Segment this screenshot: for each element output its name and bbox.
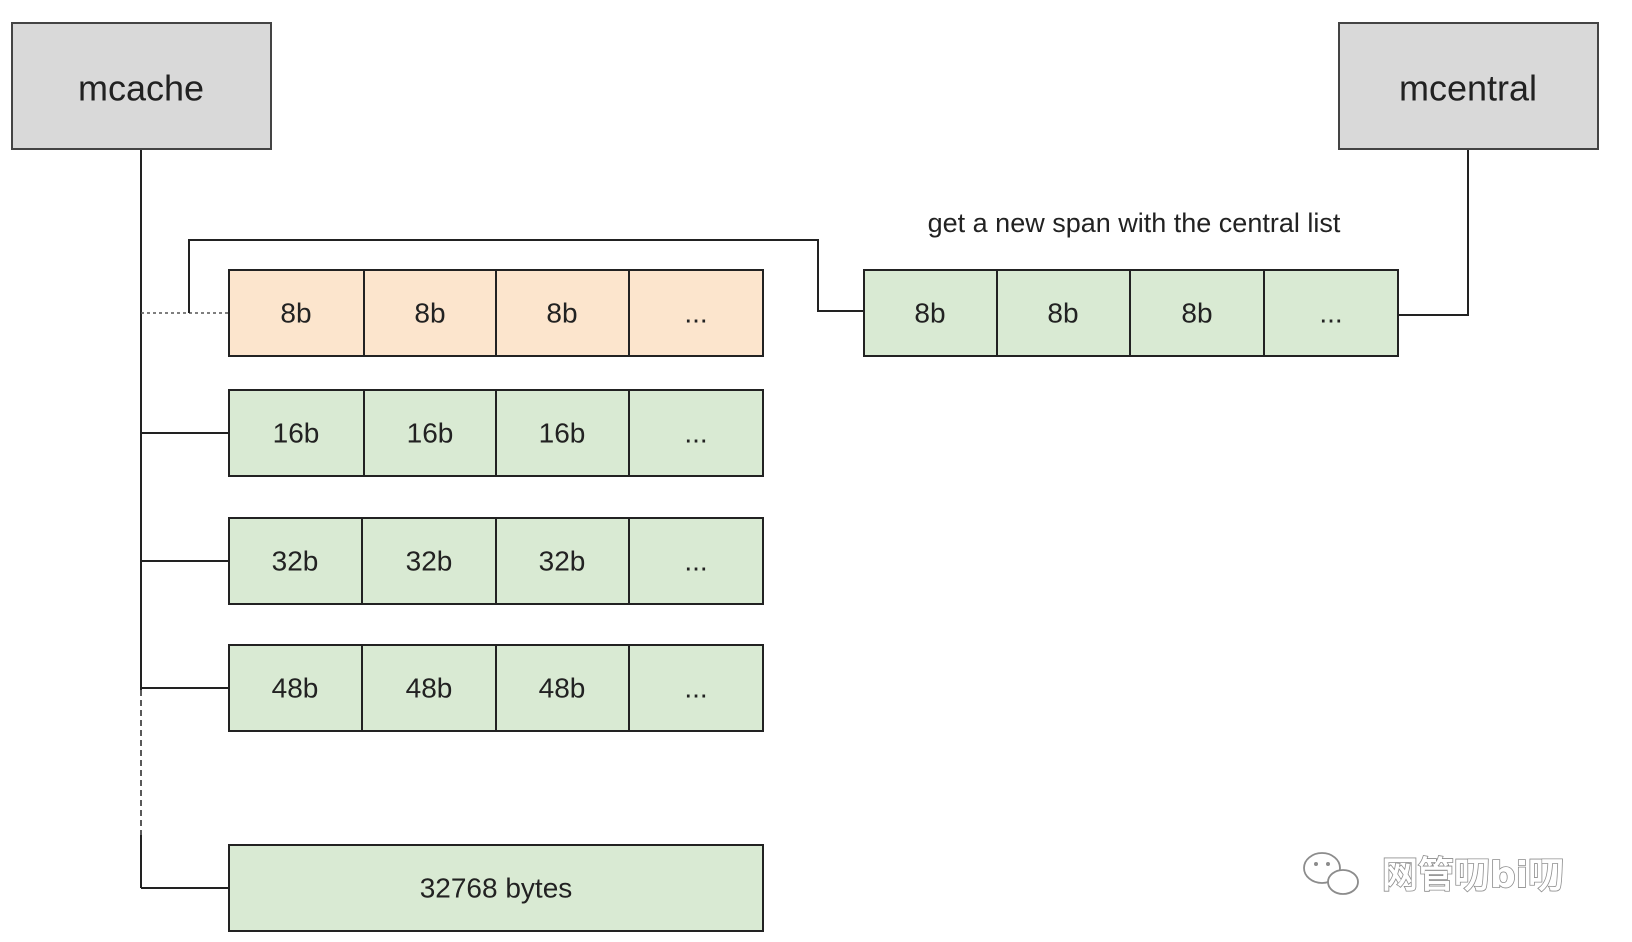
central-list-exchange-line [188,239,864,313]
span-cell [495,644,630,732]
span-cell [495,517,630,605]
span-cell-label: ... [684,673,707,704]
span-cell [495,269,630,357]
mcache-label: mcache [78,68,204,109]
span-cell-label: 48b [539,673,586,704]
mcentral-node: mcentral [1338,22,1599,150]
span-cell-label: 8b [280,298,311,329]
span-cell [361,644,497,732]
span-cell-label: 32768 bytes [420,873,573,904]
span-cell [228,269,365,357]
watermark-text: 网管叨bi叨 [1382,855,1564,896]
span-32b: 32b 32b 32b ... [228,517,764,605]
mcentral-to-central-span-line [1398,149,1469,316]
span-48b: 48b 48b 48b ... [228,644,764,732]
span-cell-label: 32b [539,546,586,577]
span-cell-label: 8b [1181,298,1212,329]
span-cell-label: ... [1319,298,1342,329]
mcache-node: mcache [11,22,272,150]
span-cell-label: 8b [1047,298,1078,329]
span-cell-label: 16b [407,418,454,449]
span-cell [628,644,764,732]
span-16b: 16b 16b 16b ... [228,389,764,477]
span-cell-label: ... [684,298,707,329]
connectors [140,149,1469,889]
span-cell-label: 8b [414,298,445,329]
span-cell [628,517,764,605]
span-cell [628,269,764,357]
span-cell [996,269,1131,357]
span-cell-label: ... [684,546,707,577]
watermark: 网管叨bi叨 [1303,852,1565,897]
span-cell-label: 32b [406,546,453,577]
span-cell [1263,269,1399,357]
wechat-icon [1303,852,1359,895]
span-cell-label: 8b [914,298,945,329]
span-cell-label: 32b [272,546,319,577]
span-cell [228,644,363,732]
span-cell [628,389,764,477]
central-list-annotation: get a new span with the central list [928,208,1341,238]
span-cell-label: 48b [406,673,453,704]
span-cell-label: 16b [273,418,320,449]
span-cell [863,269,998,357]
mcentral-label: mcentral [1399,68,1537,109]
span-cell [363,389,497,477]
span-32768-bytes: 32768 bytes [228,844,764,932]
span-8b: 8b 8b 8b ... [228,269,764,357]
span-cell [228,517,363,605]
span-cell-label: 48b [272,673,319,704]
span-cell [228,844,764,932]
span-cell [495,389,630,477]
span-cell [361,517,497,605]
span-cell [363,269,497,357]
span-cell-label: 16b [539,418,586,449]
span-cell-label: ... [684,418,707,449]
central-span-8b: 8b 8b 8b ... [863,269,1399,357]
span-cell-label: 8b [546,298,577,329]
span-cell [228,389,365,477]
